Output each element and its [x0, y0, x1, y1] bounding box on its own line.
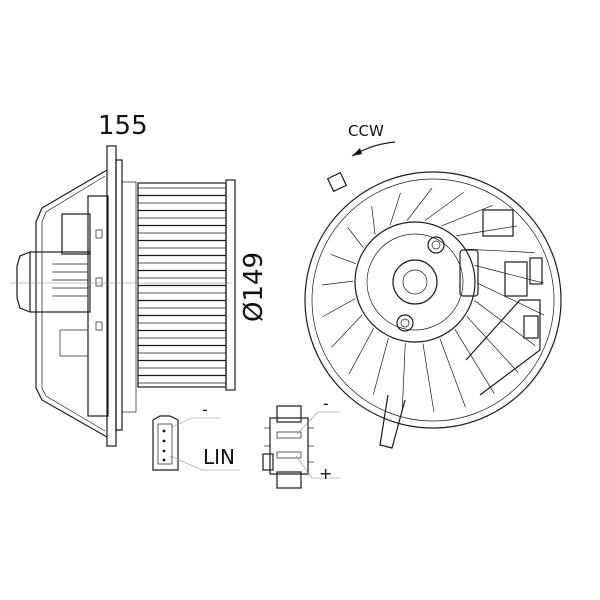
lin-minus-label: - — [202, 400, 208, 419]
housing-rib — [371, 206, 376, 235]
fan-wheel — [137, 179, 236, 391]
housing-rib — [402, 343, 406, 408]
housing-rib — [466, 316, 519, 373]
housing-rib — [331, 314, 363, 348]
motor-housing — [16, 169, 109, 438]
housing-rib — [322, 298, 356, 318]
housing-rib — [474, 300, 536, 346]
diameter-dimension: Ø149 — [239, 252, 269, 322]
housing-rib — [441, 204, 493, 227]
housing-rib — [474, 265, 544, 284]
power-connector: - + — [262, 394, 340, 489]
lin-connector: - LIN — [152, 400, 240, 471]
housing-rib — [422, 343, 435, 413]
housing-rib — [330, 254, 356, 265]
lin-label: LIN — [203, 445, 235, 469]
mounting-flange — [106, 145, 137, 447]
housing-rib — [321, 280, 354, 286]
housing-rib — [389, 192, 401, 226]
housing-rib — [406, 187, 433, 221]
housing-rib — [467, 248, 535, 253]
front-view: CCW — [304, 122, 562, 449]
housing-rib — [456, 225, 518, 237]
power-minus-label: - — [323, 394, 329, 413]
housing-rib — [372, 337, 389, 395]
housing-rib — [439, 338, 466, 408]
side-view: 155 Ø149 — [10, 111, 269, 447]
length-dimension: 155 — [98, 111, 148, 141]
housing-rib — [424, 191, 464, 222]
housing-rib — [348, 328, 375, 375]
housing-rib — [347, 227, 364, 248]
housing-rib — [454, 329, 495, 394]
power-plus-label: + — [319, 464, 332, 483]
rotation-label: CCW — [348, 122, 384, 140]
internal-connector — [465, 209, 543, 396]
housing-rib — [476, 282, 545, 316]
